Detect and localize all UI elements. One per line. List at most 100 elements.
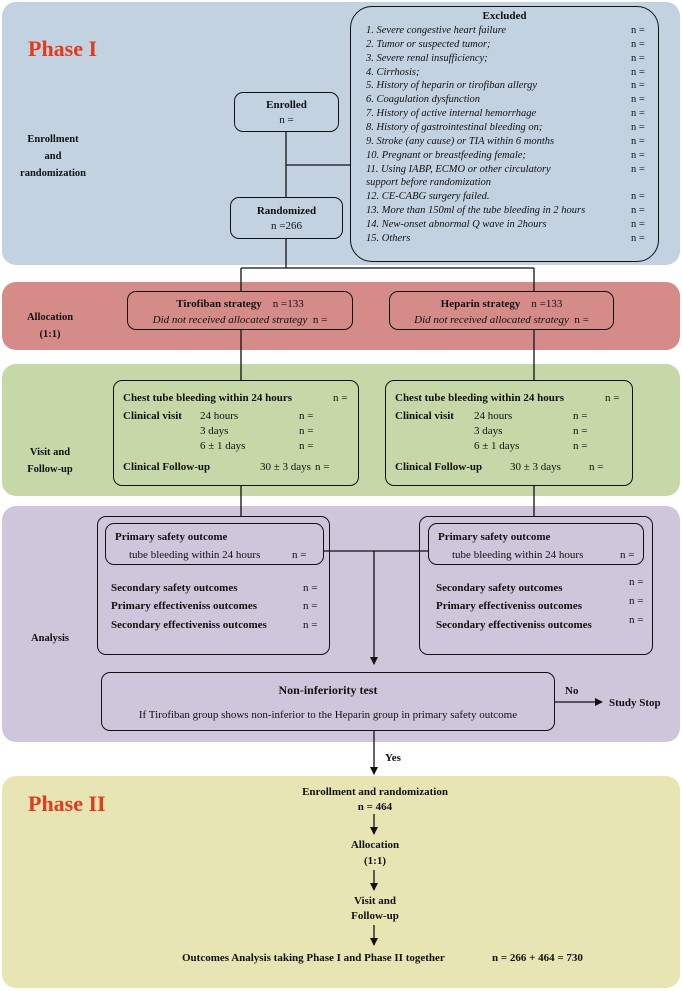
visit-n-6d: n = — [573, 440, 588, 452]
excluded-box — [350, 6, 659, 262]
tirofiban-note: Did not received allocated strategy — [152, 314, 308, 326]
excluded-item: 4. Cirrhosis; — [366, 66, 420, 78]
visit-clinical-label: Clinical visit — [123, 410, 182, 422]
enrolled-n: n = — [279, 114, 294, 126]
visit-box-heparin: Chest tube bleeding within 24 hours n = … — [385, 380, 633, 486]
excluded-item: 12. CE-CABG surgery failed. — [366, 191, 490, 203]
excluded-item-n: n = — [631, 108, 645, 120]
phase2-band — [2, 776, 680, 988]
excluded-title: Excluded — [482, 10, 527, 22]
excluded-item-n: n = — [631, 205, 645, 216]
phase2-outcomes-n: n = 266 + 464 = 730 — [492, 952, 583, 964]
heparin-n: n =133 — [531, 298, 563, 310]
phase2-followup-label: Follow-up — [351, 910, 399, 922]
visit-box-tirofiban: Chest tube bleeding within 24 hours n = … — [113, 380, 359, 486]
primary-outcome-title: Primary safety outcome — [438, 531, 551, 543]
heparin-note-n: n = — [574, 314, 589, 326]
excluded-item-n: n = — [631, 122, 645, 133]
analysis-box-tirofiban — [97, 516, 330, 655]
outcome-secondary-effect-left: Secondary effectiveniss outcomes — [111, 619, 267, 631]
excluded-item-n: n = — [631, 232, 645, 244]
visit-n-24h: n = — [299, 410, 314, 422]
excluded-item-n: n = — [631, 66, 645, 78]
primary-outcome-sub: tube bleeding within 24 hours — [129, 549, 261, 561]
outcome-n-left-1: n = — [303, 582, 318, 594]
excluded-item-n: n = — [631, 163, 645, 175]
visit-n-3d: n = — [573, 425, 588, 437]
noninferiority-text: If Tirofiban group shows non-inferior to… — [138, 709, 518, 721]
visit-followup-n: n = — [589, 461, 604, 473]
phase2-enroll-n: n = 464 — [357, 801, 393, 813]
heparin-note: Did not received allocated strategy — [414, 314, 569, 326]
visit-followup-label: Clinical Follow-up — [123, 461, 211, 473]
excluded-item-n: n = — [631, 218, 645, 230]
noninferiority-title: Non-inferiority test — [278, 683, 378, 697]
excluded-item-n: n = — [631, 149, 645, 161]
phase2-outcomes-label: Outcomes Analysis taking Phase I and Pha… — [182, 952, 445, 964]
outcome-n-right-1: n = — [629, 576, 644, 588]
phase2-allocation-label: Allocation — [350, 839, 400, 851]
excluded-item-n: n = — [631, 191, 645, 203]
outcome-primary-effect-right: Primary effectiveniss outcomes — [436, 600, 583, 612]
tirofiban-n: n =133 — [272, 298, 304, 310]
randomized-label: Randomized — [256, 205, 317, 217]
phase2-visit-label: Visit and — [353, 895, 397, 907]
heparin-box: Heparin strategy n =133 Did not received… — [389, 291, 614, 330]
visit-followup-n: n = — [315, 461, 330, 473]
randomized-box: Randomized n =266 — [230, 197, 343, 239]
primary-outcome-sub: tube bleeding within 24 hours — [452, 549, 584, 561]
outcome-primary-effect-left: Primary effectiveniss outcomes — [111, 600, 258, 612]
allocation-band — [2, 282, 680, 350]
outcome-secondary-effect-right: Secondary effectiveniss outcomes — [436, 619, 592, 631]
visit-followup-time: 30 ± 3 days — [510, 461, 561, 473]
tirofiban-note-n: n = — [312, 314, 328, 326]
noninferiority-box: Non-inferiority test If Tirofiban group … — [101, 672, 555, 731]
visit-time-24h: 24 hours — [474, 410, 513, 422]
no-label: No — [565, 685, 579, 697]
enrolled-box: Enrolled n = — [234, 92, 339, 132]
primary-outcome-n: n = — [292, 549, 307, 561]
visit-time-6d: 6 ± 1 days — [474, 440, 520, 452]
stage-allocation-label: Allocation(1:1) — [26, 312, 74, 340]
primary-outcome-box-tirofiban: Primary safety outcome tube bleeding wit… — [105, 523, 324, 565]
phase1-enrollment-band — [2, 2, 680, 265]
visit-n-6d: n = — [299, 440, 314, 452]
visit-chest-n: n = — [605, 392, 620, 404]
visit-followup-label: Clinical Follow-up — [395, 461, 483, 473]
stage-analysis-label: Analysis — [31, 633, 69, 644]
primary-outcome-n: n = — [620, 549, 635, 561]
excluded-item-n: n = — [631, 135, 645, 147]
excluded-item: 9. Stroke (any cause) or TIA within 6 mo… — [366, 135, 555, 147]
outcome-secondary-safety-right: Secondary safety outcomes — [436, 582, 563, 594]
enrolled-label: Enrolled — [266, 99, 307, 111]
excluded-item-n: n = — [631, 38, 645, 50]
visit-time-6d: 6 ± 1 days — [200, 440, 246, 452]
excluded-item: support before randomization — [366, 177, 492, 189]
tirofiban-box: Tirofiban strategy n =133 Did not receiv… — [127, 291, 353, 330]
excluded-item: 13. More than 150ml of the tube bleeding… — [366, 205, 586, 216]
visit-clinical-label: Clinical visit — [395, 410, 454, 422]
visit-n-3d: n = — [299, 425, 314, 437]
visit-chest-label: Chest tube bleeding within 24 hours — [395, 392, 565, 404]
phase2-enroll-label: Enrollment and randomization — [302, 786, 448, 798]
excluded-item-n: n = — [631, 94, 645, 106]
phase2-title: Phase II — [28, 791, 106, 816]
excluded-item-n: n = — [631, 25, 645, 36]
outcome-n-left-2: n = — [303, 600, 318, 612]
yes-label: Yes — [385, 752, 401, 764]
visit-chest-n: n = — [333, 392, 348, 404]
outcome-secondary-safety-left: Secondary safety outcomes — [111, 582, 238, 594]
excluded-item: 5. History of heparin or tirofiban aller… — [366, 80, 538, 92]
visit-time-24h: 24 hours — [200, 410, 239, 422]
excluded-item: 7. History of active internal hemorrhage — [366, 108, 537, 120]
outcome-n-right-2: n = — [629, 595, 644, 607]
study-stop-label: Study Stop — [609, 697, 661, 709]
visit-n-24h: n = — [573, 410, 588, 422]
visit-time-3d: 3 days — [474, 425, 503, 437]
randomized-n: n =266 — [271, 220, 302, 232]
outcome-n-right-3: n = — [629, 614, 644, 626]
heparin-label: Heparin strategy — [440, 298, 521, 310]
excluded-item: 11. Using IABP, ECMO or other circulator… — [366, 163, 551, 175]
